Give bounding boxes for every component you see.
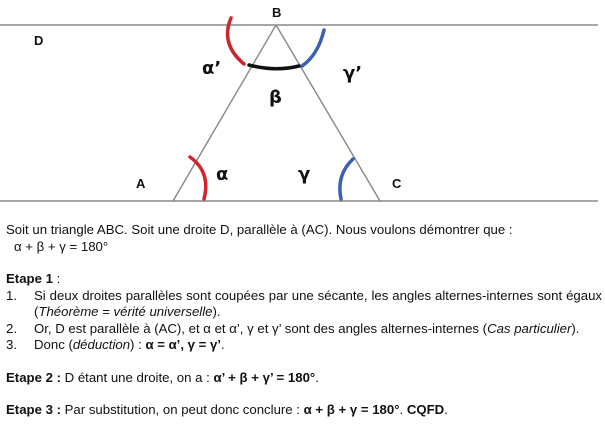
angle-label-gamma: γ [298,164,310,185]
intro-line: Soit un triangle ABC. Soit une droite D,… [6,222,513,237]
gamma-arc [338,157,355,201]
etape3-line: Etape 3 : Par substitution, on peut donc… [6,402,448,417]
angle-label-alpha: α [216,164,228,185]
angle-label-beta: β [269,87,282,108]
side-bc [275,24,381,202]
point-label-c: C [392,176,402,191]
etape2-line: Etape 2 : D étant une droite, on a : α’ … [6,369,319,385]
alpha-prime-arc [225,16,246,66]
beta-arc [247,63,301,71]
list-item: 3. Donc (déduction) : α = α’, γ = γ’. [6,337,225,352]
angle-label-gamma-prime: γ’ [343,63,362,84]
alpha-arc [188,155,208,201]
etape1-heading: Etape 1 : [6,271,61,286]
point-label-a: A [136,176,146,191]
intro-formula: α + β + γ = 180° [14,238,109,254]
side-ab [172,24,277,202]
proof-text: Soit un triangle ABC. Soit une droite D,… [6,222,602,419]
list-item: 2. Or, D est parallèle à (AC), et α et α… [6,320,580,336]
point-label-b: B [272,5,281,20]
etape1-list: 1. Si deux droites parallèles sont coupé… [6,288,602,354]
angle-label-alpha-prime: α’ [202,58,221,79]
point-label-d: D [34,33,43,48]
gamma-prime-arc [300,28,326,68]
triangle-figure: B D A C α’ γ’ β α γ [0,5,598,202]
list-item: 1. Si deux droites parallèles sont coupé… [6,287,602,320]
